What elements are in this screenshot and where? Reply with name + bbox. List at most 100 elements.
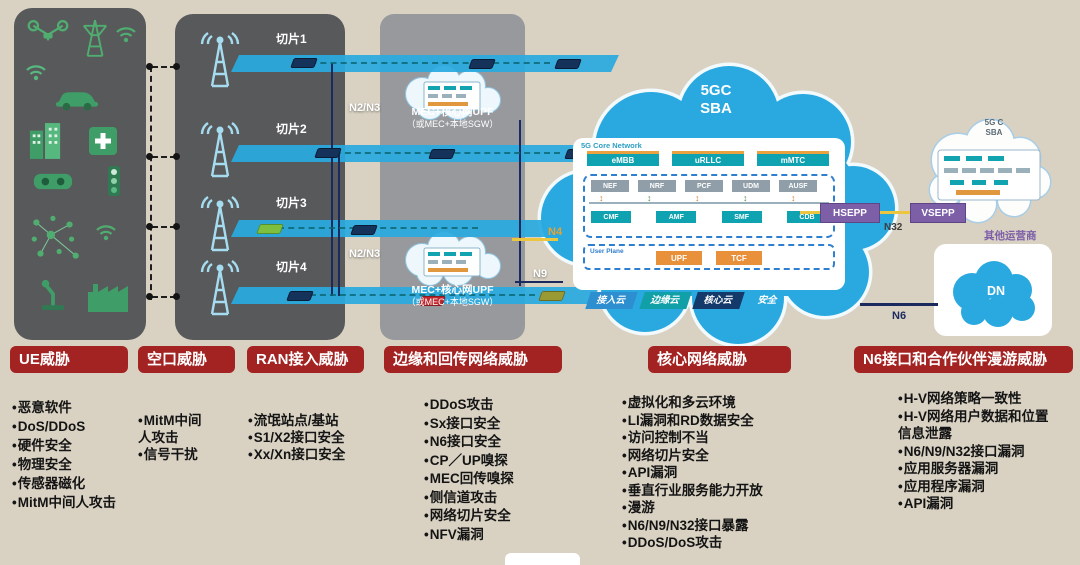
threat-list-ran-access: 流氓站点/基站S1/X2接口安全Xx/Xn接口安全: [248, 412, 390, 463]
connector-dashed-line: [150, 66, 152, 300]
factory-icon: [88, 284, 128, 312]
network-function-box: PCF: [685, 180, 723, 192]
network-function-box: AUSF: [779, 180, 817, 192]
threat-item: MitM中间人攻击: [12, 493, 144, 512]
drone-icon: [27, 19, 69, 41]
threat-item: 流氓站点/基站: [248, 412, 390, 429]
threat-header-core-network: 核心网络威胁: [648, 346, 791, 373]
connector-dashed-line: [152, 66, 176, 68]
network-function-box: NRF: [638, 180, 676, 192]
infrastructure-box: 安全: [755, 295, 779, 306]
core-panel-title: 5G Core Network: [581, 141, 642, 150]
threat-item: N6/N9/N32接口漏洞: [898, 443, 1050, 461]
band-link-dash: [278, 227, 478, 229]
threat-item: LI漏洞和RD数据安全: [622, 412, 822, 430]
threat-item: MitM中间人攻击: [138, 412, 210, 446]
threat-item: 物理安全: [12, 455, 144, 474]
user-plane-label: User Plane: [590, 248, 624, 255]
ue-device-panel: [14, 8, 146, 340]
n6-label: N6: [892, 310, 907, 322]
traffic-light-icon: [108, 166, 120, 196]
n4-line: [512, 238, 558, 241]
connector-dot: [146, 293, 153, 300]
connector-dashed-line: [152, 226, 176, 228]
partner-cloud-title-line1: 5G C: [984, 118, 1004, 127]
band-link-dash: [300, 294, 535, 296]
network-function-box: AMF: [656, 211, 697, 223]
threat-item: CP／UP嗅探: [424, 452, 579, 471]
threat-header-air-interface: 空口威胁: [138, 346, 235, 373]
core-cloud-title: 5GC SBA: [676, 82, 756, 118]
band-link-dash: [300, 62, 550, 64]
threat-item: 网络切片安全: [622, 447, 822, 465]
threat-item: N6接口安全: [424, 433, 579, 452]
device-node: [468, 59, 496, 69]
network-function-box: CMF: [591, 211, 631, 223]
vr-headset-icon: [33, 173, 73, 190]
user-plane-function-box: TCF: [716, 251, 762, 265]
n9-label: N9: [533, 268, 548, 280]
buildings-icon: [29, 123, 61, 159]
slice-4-label: 切片4: [276, 260, 307, 274]
threat-item: MEC回传嗅探: [424, 470, 579, 489]
n-interface-line: [331, 63, 333, 296]
device-node: [290, 58, 318, 68]
threat-list-air-interface: MitM中间人攻击信号干扰: [138, 412, 210, 463]
threat-header-edge-backhaul: 边缘和回传网络威胁: [384, 346, 562, 373]
wifi-signal-icon: [96, 225, 116, 241]
infrastructure-box: 接入云: [585, 292, 638, 309]
threat-item: DDoS/DoS攻击: [622, 534, 822, 552]
threat-list-edge-backhaul: DDoS攻击Sx接口安全N6接口安全CP／UP嗅探MEC回传嗅探侧信道攻击网络切…: [424, 396, 579, 544]
mec-cloud-lower: [405, 231, 501, 286]
vsepp-box: VSEPP: [910, 203, 966, 223]
threat-item: 传感器磁化: [12, 474, 144, 493]
n9-line: [515, 281, 563, 283]
service-box: uRLLC: [672, 151, 744, 166]
hsepp-box: HSEPP: [820, 203, 880, 223]
bottom-notch: [505, 553, 580, 565]
dn-label: DN: [986, 284, 1006, 298]
partner-cloud-title: 5G C SBA: [962, 118, 1026, 138]
device-node: [314, 148, 342, 158]
sba-bus-line: [589, 202, 829, 204]
threat-item: 硬件安全: [12, 436, 144, 455]
iot-sensors-icon: [31, 215, 79, 259]
bus-arrow-icon: ↕: [695, 193, 700, 203]
threat-item: DDoS攻击: [424, 396, 579, 415]
threat-list-ue: 恶意软件DoS/DDoS硬件安全物理安全传感器磁化MitM中间人攻击: [12, 398, 144, 512]
threat-item: 垂直行业服务能力开放: [622, 482, 822, 500]
threat-header-ue: UE威胁: [10, 346, 128, 373]
slice-3-label: 切片3: [276, 196, 307, 210]
network-function-box: SMF: [721, 211, 762, 223]
network-function-box: CDB: [786, 211, 827, 223]
nf-row-bottom: CMF AMF SMF CDB: [591, 211, 827, 223]
partner-operator-caption: 其他运营商: [984, 230, 1037, 242]
device-node: [554, 59, 582, 69]
infrastructure-box: 核心云: [692, 292, 745, 309]
core-cloud-title-line1: 5GC: [700, 82, 732, 99]
threat-item: 恶意软件: [12, 398, 144, 417]
connector-dashed-line: [152, 296, 176, 298]
power-tower-icon: [83, 19, 107, 57]
mec-upper-label: MEC+核心网UPF （或MEC+本地SGW）: [386, 106, 519, 130]
threat-item: API漏洞: [898, 495, 1050, 513]
service-box: mMTC: [757, 151, 829, 166]
device-node: [350, 225, 378, 235]
device-node-olive: [538, 291, 566, 301]
slice-2-label: 切片2: [276, 122, 307, 136]
threat-item: H-V网络策略一致性: [898, 390, 1050, 408]
infrastructure-row: 接入云边缘云核心云安全: [585, 292, 786, 309]
hospital-icon: [89, 127, 117, 155]
bus-arrow-icon: ↕: [743, 193, 748, 203]
cell-tower-icon: [200, 196, 240, 252]
threat-item: Xx/Xn接口安全: [248, 446, 390, 463]
connector-dot: [173, 223, 180, 230]
n-interface-line: [338, 153, 340, 296]
device-node: [428, 149, 456, 159]
mec-cloud-upper: [405, 65, 501, 120]
threat-item: 信号干扰: [138, 446, 210, 463]
